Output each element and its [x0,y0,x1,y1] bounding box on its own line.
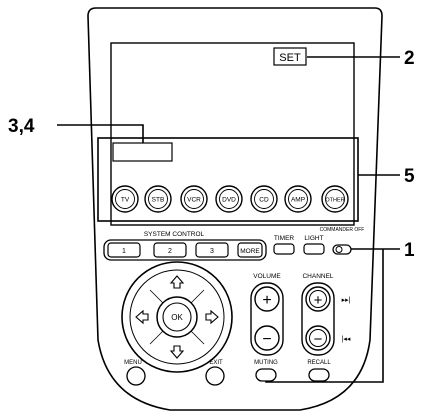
system-key-more-label: MORE [240,248,260,255]
set-badge-frame [273,47,307,66]
nav-right-icon[interactable] [205,309,219,325]
source-button-cd[interactable]: CD [250,185,278,213]
lcd-text-field [112,142,173,162]
light-button[interactable] [303,243,325,255]
system-key-1[interactable]: 1 [107,242,141,258]
light-label: LIGHT [304,235,323,242]
source-label-tv: TV [121,197,130,204]
muting-button[interactable] [255,368,277,382]
recall-label: RECALL [307,360,331,366]
skip-back-icon: |◂◂ [342,336,351,343]
timer-label: TIMER [274,235,295,242]
channel-label: CHANNEL [302,273,333,280]
source-label-vcr: VCR [187,197,201,204]
source-button-stb[interactable]: STB [144,185,172,213]
system-control-title: SYSTEM CONTROL [144,231,205,238]
exit-label: EXIT [209,360,223,366]
callout-3-4: 3,4 [8,116,35,137]
channel-minus-label: − [314,331,323,348]
source-buttons: TV STB VCR DVD CD AMP [111,185,349,213]
callout-5: 5 [404,166,415,187]
source-button-dvd[interactable]: DVD [215,185,243,213]
source-button-amp[interactable]: AMP [284,185,312,213]
volume-minus-label: − [262,331,271,348]
system-key-2-label: 2 [168,248,172,255]
nav-left-icon[interactable] [135,309,149,325]
source-label-dvd: DVD [222,197,236,204]
system-key-3[interactable]: 3 [195,242,229,258]
menu-label: MENU [124,360,142,366]
ok-button[interactable]: OK [156,296,198,338]
channel-up-button[interactable]: + [305,286,331,312]
muting-label: MUTING [254,360,278,366]
callout-line-3-4 [57,124,144,143]
callout-1: 1 [404,240,415,261]
system-key-2[interactable]: 2 [153,242,187,258]
channel-down-button[interactable]: − [305,325,331,351]
volume-label: VOLUME [253,273,281,280]
system-key-more[interactable]: MORE [237,242,263,258]
source-group-frame [97,137,359,222]
set-badge: SET [279,52,301,64]
channel-plus-label: + [314,292,323,309]
source-button-vcr[interactable]: VCR [180,185,208,213]
source-label-amp: AMP [291,197,305,204]
ok-label: OK [171,313,183,322]
source-label-cd: CD [259,197,269,204]
system-key-1-label: 1 [122,248,126,255]
source-label-other: OTHER [325,198,344,204]
source-button-tv[interactable]: TV [111,185,139,213]
commander-off-label: COMMANDER OFF [320,227,365,233]
volume-plus-label: + [262,292,271,309]
menu-button[interactable] [126,366,146,386]
volume-up-button[interactable]: + [254,286,280,312]
source-button-other[interactable]: OTHER [321,185,349,213]
system-key-3-label: 3 [210,248,214,255]
exit-button[interactable] [205,366,225,386]
nav-pad: OK [121,261,233,373]
recall-button[interactable] [308,368,330,382]
source-label-stb: STB [152,197,165,204]
commander-off-switch[interactable] [332,244,352,255]
volume-down-button[interactable]: − [254,325,280,351]
timer-button[interactable] [273,243,295,255]
callout-2: 2 [404,48,415,69]
nav-up-icon[interactable] [169,275,185,289]
nav-down-icon[interactable] [169,345,185,359]
skip-forward-icon: ▸▸| [342,297,351,304]
